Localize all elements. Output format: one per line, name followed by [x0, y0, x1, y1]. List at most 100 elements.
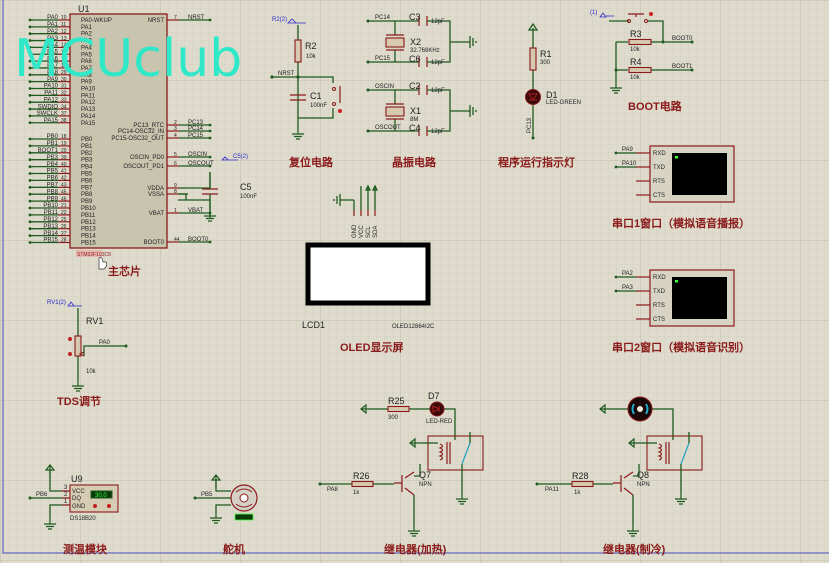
pin-name: PA6: [81, 59, 93, 65]
net-label: PA0: [47, 15, 59, 21]
servo-net: PB5: [201, 492, 213, 498]
pin-number: 41: [61, 169, 67, 175]
temp-up-button[interactable]: [107, 504, 111, 508]
boot-circuit[interactable]: (1) R3 10k R4 10k BOOT0 BOOT1 BOOT电路: [590, 10, 694, 113]
net-label: PA9: [47, 77, 59, 83]
reset-circuit[interactable]: R2(2) R2 10k NRST C1 100nF 复位电路: [270, 17, 342, 169]
led-d7[interactable]: [429, 401, 445, 417]
r26-value: 1k: [353, 490, 360, 496]
pin-name: PA7: [81, 66, 93, 72]
u1-ref: U1: [78, 4, 90, 14]
pin-name: VDDA: [147, 186, 164, 192]
terminal-pin-label: TXD: [653, 165, 666, 171]
temp-down-button[interactable]: [93, 504, 97, 508]
pin-name: OSCOUT_PD1: [123, 164, 164, 170]
pin-name: PA0-WKUP: [81, 18, 112, 24]
net-label: PC14: [188, 126, 204, 132]
oled-display[interactable]: GND VCC SCL SDA LCD1 OLED12864I2C OLED显示…: [302, 184, 435, 354]
r2-value: 10k: [306, 54, 317, 60]
pin-number: 2: [174, 120, 177, 126]
terminal-cursor: [675, 280, 678, 283]
net-label: PA2: [47, 29, 59, 35]
r1-value: 300: [540, 60, 551, 66]
run-led-circuit[interactable]: R1 300 D1 LED-GREEN PC13 程序运行指示灯: [498, 22, 581, 169]
cooling-relay[interactable]: R28 1k PA11 Q8 NPN 继电器(制冷): [535, 396, 703, 556]
pin-number: 22: [61, 210, 67, 216]
net-label: VBAT: [188, 208, 204, 214]
cap-c5[interactable]: C5(2) C5 100nF: [178, 154, 257, 222]
tds-potentiometer[interactable]: RV1(2) RV1 PA0 10k TDS调节: [47, 300, 128, 408]
pin-number: 34: [61, 104, 67, 110]
oled-pin-gnd: GND: [352, 224, 358, 238]
pin-name: PA5: [81, 52, 93, 58]
pin-number: 8: [174, 189, 177, 195]
oled-pin-vcc: VCC: [359, 225, 365, 238]
pin-name: OSCIN_PD0: [130, 155, 165, 161]
crystal-circuit[interactable]: PC14 PC15 OSCIN OSCOUT C3 C6 C2 C4 12pF …: [366, 12, 477, 169]
net-label: PA4: [47, 43, 59, 49]
net-label: PB14: [43, 231, 58, 237]
servo-motor[interactable]: PB5 舵机: [193, 474, 258, 556]
boot0-label: BOOT0: [672, 36, 693, 42]
net-label: PB0: [47, 134, 59, 140]
boot-button[interactable]: [649, 12, 653, 16]
pin-name: PB8: [81, 192, 93, 198]
led-caption: 程序运行指示灯: [498, 155, 575, 169]
led-d1[interactable]: [525, 89, 541, 105]
net-label: PB7: [47, 183, 59, 189]
heating-relay[interactable]: R25 300 D7 LED-RED R26 1k PA8 Q7 NPN 继电器…: [318, 391, 484, 556]
reset-button[interactable]: [338, 109, 342, 113]
temp-sensor-u9[interactable]: 30.0 VCC DQ GND 3 2 1 PB6 U9 DS18B20 测温模…: [28, 464, 119, 556]
pin-number: 43: [61, 183, 67, 189]
net-label: OSCOUT: [188, 161, 214, 167]
pin-number: 16: [61, 56, 67, 62]
pin-number: 1: [174, 208, 177, 214]
pin-name: PB9: [81, 199, 93, 205]
